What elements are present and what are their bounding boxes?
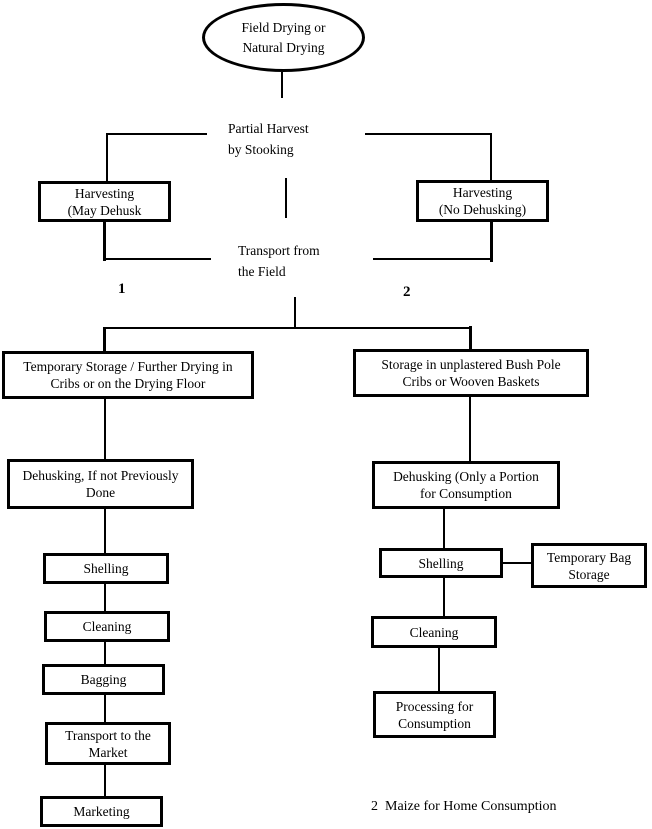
connector-shelling-cleaning-left xyxy=(104,584,106,611)
connector-splitter-left-v xyxy=(103,327,106,353)
connector-cleaning-bagging xyxy=(104,642,106,664)
connector-drop-to-harvest-left xyxy=(106,133,108,182)
connector-storage-dehusking-right xyxy=(469,397,471,461)
connector-splitter-h xyxy=(103,327,472,329)
node-bagging: Bagging xyxy=(42,664,165,695)
connector-dehusking-shelling-right xyxy=(443,509,445,548)
node-field-drying: Field Drying or Natural Drying xyxy=(202,3,365,72)
connector-transport-marketing xyxy=(104,765,106,796)
branch-marker-1: 1 xyxy=(118,281,126,297)
node-dehusking-portion-consumption: Dehusking (Only a Portion for Consumptio… xyxy=(372,461,560,509)
node-storage-bush-pole-cribs: Storage in unplastered Bush Pole Cribs o… xyxy=(353,349,589,397)
node-temporary-bag-storage: Temporary Bag Storage xyxy=(531,543,647,588)
connector-tempstorage-dehusking-left xyxy=(104,399,106,459)
branch-marker-2: 2 xyxy=(403,284,411,300)
label-partial-harvest: Partial Harvest by Stooking xyxy=(228,121,309,157)
node-processing-consumption: Processing for Consumption xyxy=(373,691,496,738)
node-temporary-storage-drying: Temporary Storage / Further Drying in Cr… xyxy=(2,351,254,399)
connector-bagging-transport xyxy=(104,695,106,722)
connector-mid-v-lower xyxy=(294,297,296,327)
node-harvesting-may-dehusk: Harvesting (May Dehusk xyxy=(38,181,171,222)
node-shelling-left: Shelling xyxy=(43,553,169,584)
footnote-maize-home-consumption: 2 Maize for Home Consumption xyxy=(371,799,557,814)
connector-partial-harvest-right-h xyxy=(365,133,492,135)
connector-harvest-right-stem xyxy=(490,221,493,262)
connector-harvest-left-stem xyxy=(103,221,106,261)
connector-transport-left-h xyxy=(104,258,211,260)
connector-drop-to-harvest-right xyxy=(490,133,492,181)
connector-splitter-right-v xyxy=(469,326,472,351)
node-marketing: Marketing xyxy=(40,796,163,827)
connector-mid-v-upper xyxy=(285,178,287,218)
connector-cleaning-processing xyxy=(438,648,440,691)
connector-partial-harvest-left-h xyxy=(106,133,207,135)
node-dehusking-if-not-done: Dehusking, If not Previously Done xyxy=(7,459,194,509)
node-transport-to-market: Transport to the Market xyxy=(45,722,171,765)
connector-ellipse-stem xyxy=(281,72,283,98)
connector-dehusking-shelling-left xyxy=(104,509,106,553)
node-cleaning-left: Cleaning xyxy=(44,611,170,642)
node-cleaning-right: Cleaning xyxy=(371,616,497,648)
node-harvesting-no-dehusking: Harvesting (No Dehusking) xyxy=(416,180,549,222)
node-shelling-right: Shelling xyxy=(379,548,503,578)
connector-shelling-tempbag-h xyxy=(503,562,531,564)
label-transport-from-field: Transport from the Field xyxy=(238,243,320,279)
connector-shelling-cleaning-right xyxy=(443,578,445,616)
connector-transport-right-h xyxy=(373,258,493,260)
